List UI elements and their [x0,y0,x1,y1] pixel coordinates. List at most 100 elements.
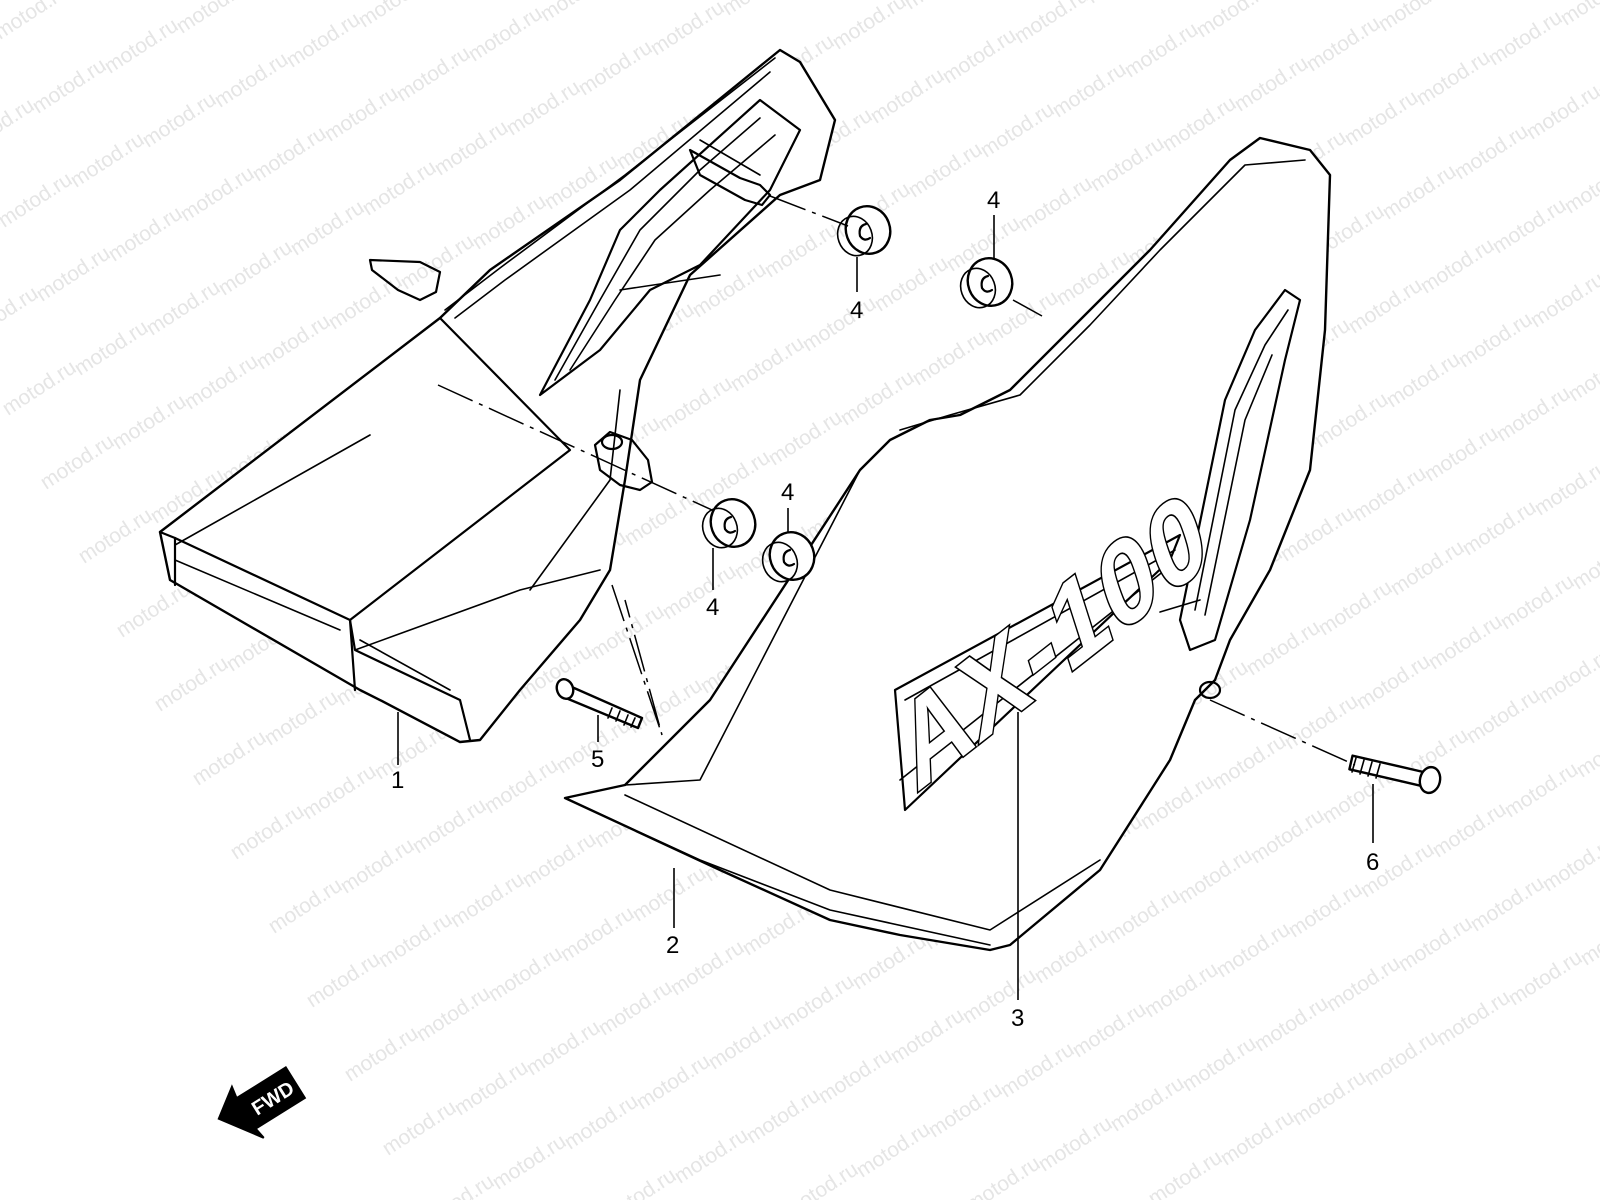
watermark-text: motod.ru [1466,872,1548,936]
watermark-text: motod.ru [1424,610,1506,674]
watermark-text: motod.ru [180,350,262,414]
watermark-text: motod.ru [1500,758,1582,822]
watermark-text: motod.ru [1526,268,1600,332]
watermark-text: motod.ru [1360,1026,1442,1090]
watermark-text: motod.ru [354,0,436,32]
watermark-text: motod.ru [226,800,308,864]
watermark-text: motod.ru [408,794,490,858]
watermark-text: motod.ru [1386,536,1468,600]
watermark-text: motod.ru [1538,832,1600,896]
watermark-text: motod.ru [742,1084,824,1148]
watermark-text: motod.ru [450,1056,532,1120]
watermark-text: motod.ru [1462,684,1544,748]
watermark-text: motod.ru [764,406,846,470]
watermark-text: motod.ru [1242,616,1324,680]
watermark-text: motod.ru [1048,58,1130,122]
watermark-text: motod.ru [628,862,710,926]
watermark-text: motod.ru [100,14,182,78]
watermark-text: motod.ru [1014,172,1096,236]
watermark-text: motod.ru [760,218,842,282]
left-side-cover [158,48,837,744]
watermark-text: motod.ru [870,252,952,316]
screw-6 [1348,754,1442,795]
watermark-text: motod.ru [522,1016,604,1080]
callout-5: 5 [591,746,604,773]
watermark-text: motod.ru [726,332,808,396]
watermark-text: motod.ru [904,138,986,202]
watermark-text: motod.ru [302,948,384,1012]
screw-5 [555,678,644,730]
watermark-text: motod.ru [1454,308,1536,372]
watermark-text: motod.ru [848,930,930,994]
watermark-text: motod.ru [0,0,72,44]
watermark-text: motod.ru [556,902,638,966]
watermark-text: motod.ru [1178,1032,1260,1096]
watermark-text: motod.ru [1264,0,1346,2]
watermark-text: motod.ru [594,976,676,1040]
watermark-text: motod.ru [1340,86,1422,150]
watermark-text: motod.ru [336,834,418,898]
watermark-text: motod.ru [836,366,918,430]
watermark-text: motod.ru [1314,576,1396,640]
callout-3: 3 [1011,1005,1024,1032]
right-side-cover: AX-100 [563,136,1332,952]
watermark-text: motod.ru [852,1118,934,1182]
grommet-upper-left [836,205,892,257]
watermark-text: motod.ru [488,1130,570,1194]
grommet-lower-left [701,498,757,549]
watermark-text: motod.ru [142,276,224,340]
watermark-text: motod.ru [704,1010,786,1074]
callout-4-upper-right: 4 [987,187,1000,214]
watermark-text: motod.ru [416,1170,498,1200]
watermark-text: motod.ru [282,8,364,72]
watermark-text: motod.ru [560,1090,642,1154]
watermark-text: motod.ru [996,1038,1078,1102]
watermark-text: motod.ru [320,82,402,146]
watermark-text: motod.ru [1140,958,1222,1022]
watermark-text: motod.ru [0,356,80,420]
watermark-text: motod.ru [188,726,270,790]
watermark-text: motod.ru [1192,0,1274,42]
callout-6: 6 [1366,849,1379,876]
watermark-text: motod.ru [518,828,600,892]
watermark-text: motod.ru [1086,132,1168,196]
callout-4-lower-right: 4 [781,479,794,506]
watermark-text: motod.ru [1484,6,1566,70]
watermark-text: motod.ru [252,310,334,374]
watermark-text: motod.ru [62,0,144,4]
watermark-text: motod.ru [502,76,584,140]
watermark-text: motod.ru [1302,12,1384,76]
callout-4-lower-left: 4 [706,594,719,621]
watermark-text: motod.ru [1102,884,1184,948]
assembly-centerlines [437,195,1356,766]
watermark-text: motod.ru [958,964,1040,1028]
callout-4-upper-left: 4 [850,297,863,324]
watermark-text: motod.ru [670,1124,752,1188]
watermark-text: motod.ru [1560,154,1600,218]
watermark-text: motod.ru [1322,952,1404,1016]
watermark-text: motod.ru [1174,844,1256,908]
callout-1: 1 [391,767,404,794]
watermark-text: motod.ru [1348,462,1430,526]
watermark-text: motod.ru [264,874,346,938]
watermark-text: motod.ru [1458,496,1540,560]
watermark-text: motod.ru [210,48,292,112]
watermark-text: motod.ru [1288,1066,1370,1130]
watermark-text: motod.ru [480,754,562,818]
watermark-text: motod.ru [1106,1072,1188,1136]
watermark-text: motod.ru [1492,382,1574,446]
watermark-text: motod.ru [976,98,1058,162]
watermark-text: motod.ru [260,686,342,750]
watermark-text: motod.ru [1010,0,1092,48]
watermark-text: motod.ru [924,1078,1006,1142]
watermark-text: motod.ru [36,430,118,494]
watermark-text: motod.ru [430,116,512,180]
watermark-text: motod.ru [1382,348,1464,412]
watermark-text: motod.ru [598,1164,680,1200]
grommet-lower-right [761,531,816,583]
watermark-text: motod.ru [138,88,220,152]
watermark-text: motod.ru [646,0,728,60]
watermark-text: motod.ru [776,970,858,1034]
watermark-text: motod.ru [654,372,736,436]
